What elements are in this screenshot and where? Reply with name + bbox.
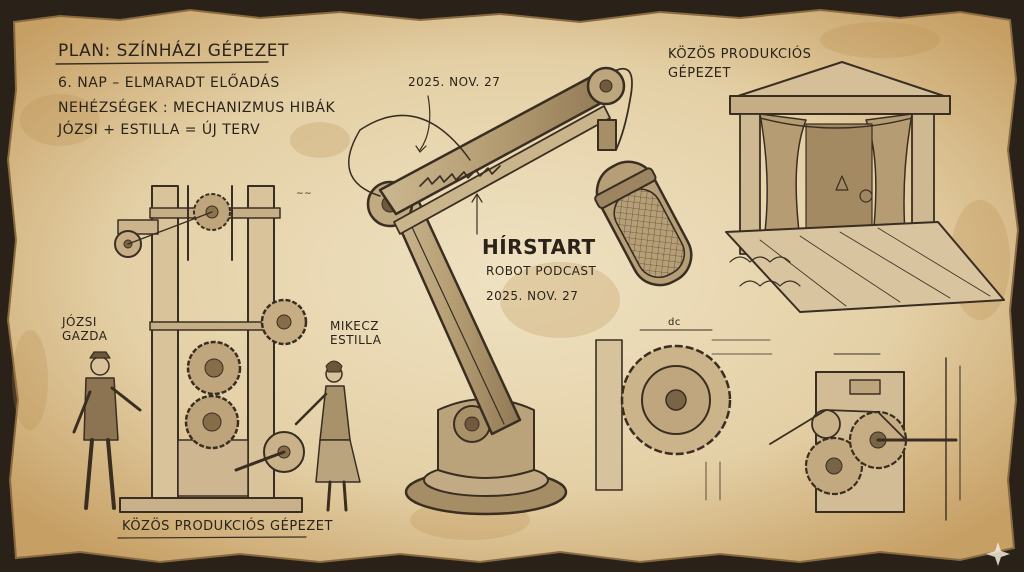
jozsi-figure: JÓZSI GAZDA	[61, 314, 142, 510]
gear-lower	[184, 394, 240, 450]
label-gazda: GAZDA	[62, 329, 108, 343]
notes-block: PLAN: SZÍNHÁZI GÉPEZET 6. NAP – ELMARADT…	[55, 39, 336, 138]
sparkle-icon	[986, 542, 1010, 566]
machine-caption: KÖZÖS PRODUKCIÓS GÉPEZET	[122, 517, 333, 534]
date-top: 2025. NOV. 27	[408, 75, 500, 89]
podcast-title: HÍRSTART	[482, 235, 596, 259]
theater-stage-drawing	[725, 61, 1005, 313]
gear-right	[260, 298, 308, 346]
label-estilla: ESTILLA	[330, 333, 382, 347]
note-difficulties: NEHÉZSÉGEK : MECHANIZMUS HIBÁK	[58, 99, 336, 116]
estilla-figure: MIKECZ ESTILLA	[294, 319, 382, 512]
note-day: 6. NAP – ELMARADT ELŐADÁS	[58, 73, 280, 91]
stage-title-line1: KÖZÖS PRODUKCIÓS	[668, 45, 811, 62]
label-mikecz: MIKECZ	[330, 319, 379, 333]
note-title: PLAN: SZÍNHÁZI GÉPEZET	[58, 39, 289, 61]
stage-title-line2: GÉPEZET	[668, 65, 731, 81]
podcast-label: HÍRSTART ROBOT PODCAST 2025. NOV. 27	[482, 235, 597, 303]
label-jozsi: JÓZSI	[61, 314, 97, 329]
podcast-date: 2025. NOV. 27	[486, 289, 578, 303]
note-new-plan: JÓZSI + ESTILLA = ÚJ TERV	[57, 120, 260, 138]
robot-arm-microphone	[348, 66, 693, 516]
blueprint-details: dc	[595, 317, 961, 521]
gear-middle	[186, 340, 242, 396]
podcast-subtitle: ROBOT PODCAST	[486, 264, 597, 278]
svg-text:~~: ~~	[296, 189, 312, 199]
production-machine-drawing: ~~	[114, 185, 312, 513]
dimension-label: dc	[668, 317, 681, 328]
